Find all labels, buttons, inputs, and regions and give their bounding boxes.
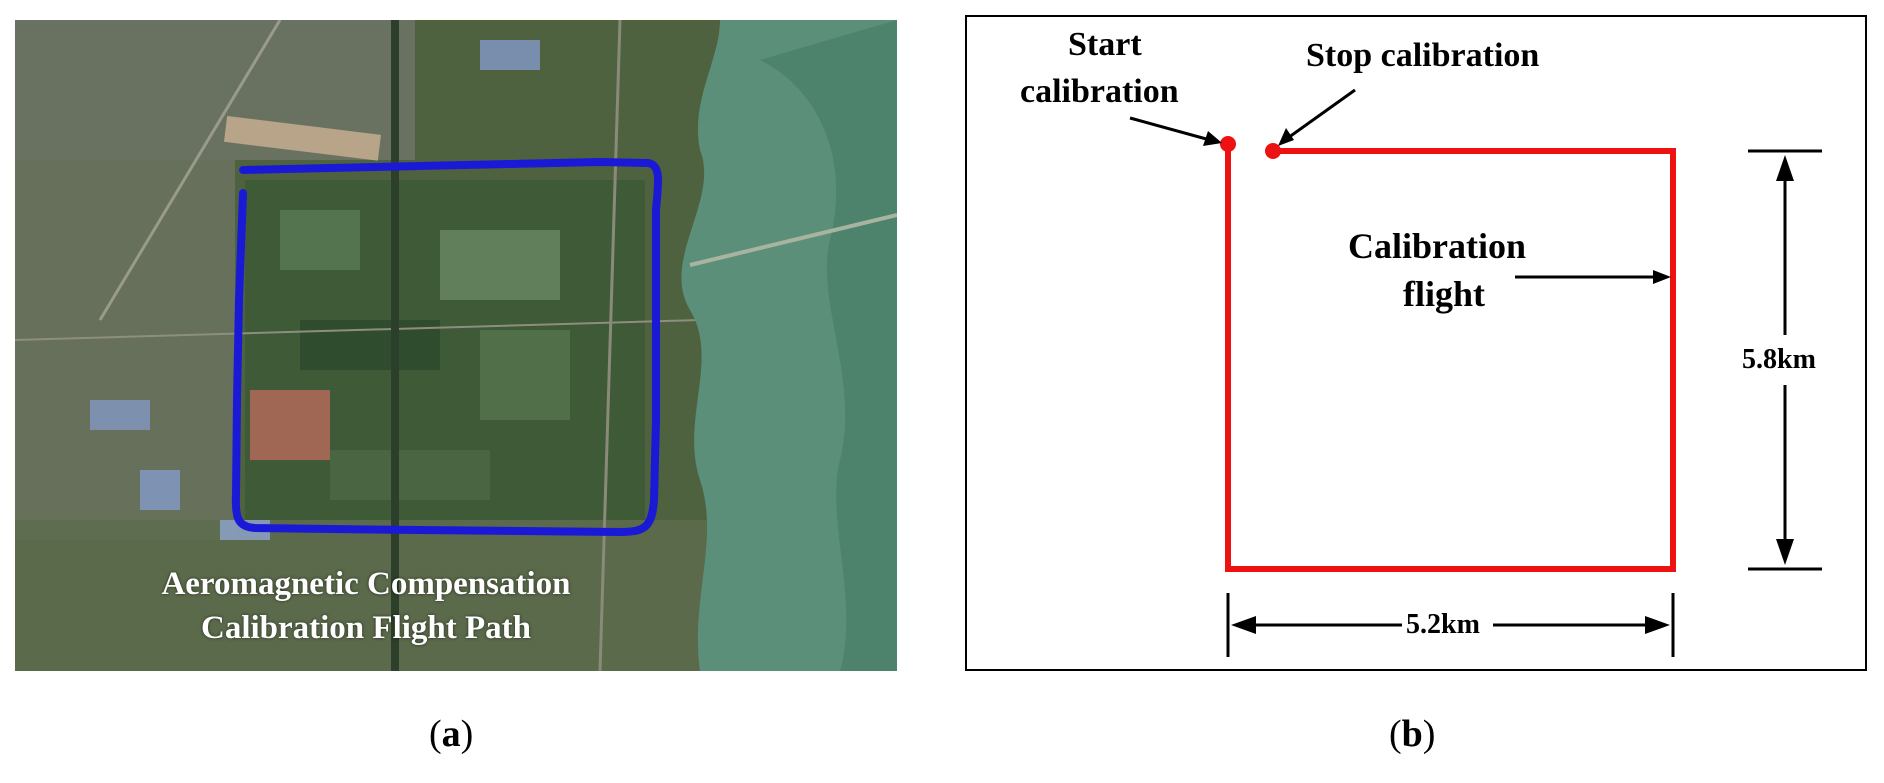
start-arrow [1129,116,1211,142]
start-point-marker [1220,136,1236,152]
diagram-frame [965,15,1867,671]
stop-point-marker [1265,143,1281,159]
start-label-line1: Start [1068,26,1142,63]
map-caption-line2: Calibration Flight Path [200,610,532,646]
calibration-flight-path [231,158,663,536]
map-caption-line1: Aeromagnetic Compensation [161,566,571,602]
stop-label: Stop calibration [1306,37,1540,74]
height-dimension-label: 5.8km [1742,344,1816,375]
start-label-line2: calibration [1020,73,1179,110]
airstrip [223,115,381,161]
stop-arrow [1284,88,1356,142]
urban-area-west [15,160,235,540]
terrain-south [15,520,715,671]
map-caption: Aeromagnetic Compensation Calibration Fl… [15,562,717,650]
panel-label-b: (b) [1389,713,1436,755]
satellite-map [15,20,897,671]
panel-label-a: (a) [429,713,474,755]
flight-label-line1: Calibration [1348,226,1527,266]
width-dimension-label: 5.2km [1406,609,1480,640]
calibration-rectangle [1225,148,1676,572]
causeway [689,213,897,267]
flight-label-line2: flight [1403,274,1486,314]
